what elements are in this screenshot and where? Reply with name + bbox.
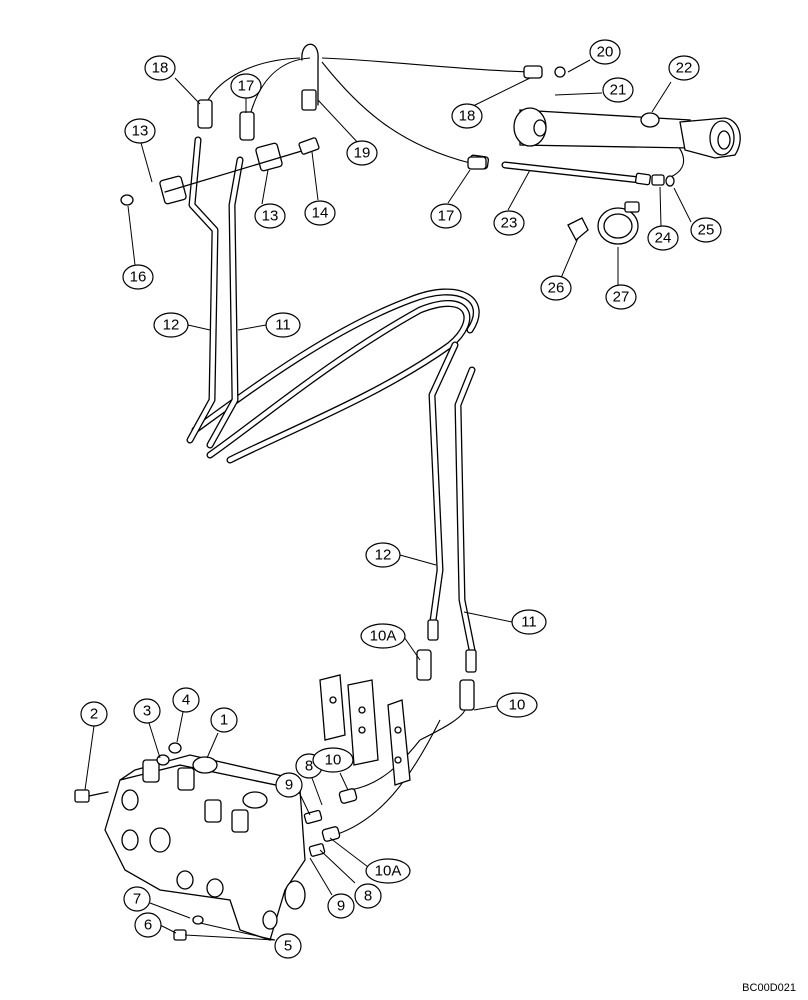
callout-11-upper: 11 (265, 312, 301, 338)
svg-text:25: 25 (698, 222, 715, 239)
svg-text:13: 13 (132, 123, 149, 140)
svg-text:16: 16 (130, 269, 147, 286)
callout-25: 25 (690, 217, 722, 243)
callout-17-upper: 17 (230, 73, 262, 99)
callout-7: 7 (123, 886, 151, 912)
svg-text:24: 24 (655, 230, 672, 247)
svg-text:17: 17 (438, 208, 455, 225)
svg-text:1: 1 (220, 712, 228, 729)
svg-text:12: 12 (163, 317, 180, 334)
svg-text:14: 14 (312, 205, 329, 222)
control-valve (104, 742, 306, 941)
svg-text:10: 10 (509, 697, 526, 714)
svg-text:22: 22 (676, 60, 693, 77)
callout-11-lower: 11 (511, 609, 547, 635)
bolt-2 (74, 789, 109, 803)
fittings-10 (303, 619, 477, 857)
clamp-assembly (567, 201, 640, 245)
callout-16: 16 (122, 264, 154, 290)
callout-2: 2 (80, 701, 108, 727)
svg-text:11: 11 (521, 614, 537, 631)
callout-5: 5 (274, 933, 302, 959)
callout-14: 14 (304, 200, 336, 226)
callout-9-lower: 9 (327, 893, 355, 919)
svg-text:27: 27 (613, 289, 630, 306)
callout-10A-lower: 10A (365, 858, 411, 884)
svg-text:11: 11 (275, 317, 291, 334)
callout-4: 4 (172, 687, 200, 713)
callout-26: 26 (540, 275, 572, 301)
svg-text:6: 6 (144, 917, 152, 934)
screw-6 (173, 915, 204, 941)
tube-clips (120, 137, 320, 206)
svg-text:23: 23 (501, 215, 518, 232)
drawing-code: BC00D021 (742, 982, 796, 994)
callout-20: 20 (589, 39, 621, 65)
hydraulic-cylinder (513, 66, 741, 159)
callout-10A-upper: 10A (360, 623, 406, 649)
lower-tubes (428, 341, 476, 654)
callout-8-lower: 8 (354, 883, 382, 909)
svg-text:10A: 10A (370, 628, 397, 645)
svg-text:8: 8 (305, 758, 313, 775)
main-hose-loop (191, 288, 480, 464)
callout-24: 24 (647, 225, 679, 251)
svg-text:21: 21 (610, 82, 627, 99)
svg-text:18: 18 (459, 108, 476, 125)
leader-lines (84, 59, 692, 941)
svg-text:9: 9 (337, 898, 345, 915)
svg-text:12: 12 (375, 547, 392, 564)
svg-text:5: 5 (284, 938, 292, 955)
svg-text:4: 4 (182, 692, 190, 709)
tube-23-assembly (468, 154, 675, 187)
svg-text:2: 2 (90, 706, 98, 723)
callout-21: 21 (602, 77, 634, 103)
upper-left-fittings (197, 65, 543, 170)
callout-22: 22 (668, 55, 700, 81)
svg-text:18: 18 (152, 60, 169, 77)
callout-27: 27 (605, 284, 637, 310)
callout-1: 1 (210, 707, 238, 733)
callout-3: 3 (133, 698, 161, 724)
callout-19: 19 (346, 140, 378, 166)
callout-23: 23 (493, 210, 525, 236)
callout-10-lower: 10 (312, 747, 354, 773)
svg-text:17: 17 (238, 78, 255, 95)
svg-text:8: 8 (364, 888, 372, 905)
svg-text:7: 7 (133, 891, 141, 908)
svg-text:26: 26 (548, 280, 565, 297)
callout-12-lower: 12 (365, 542, 401, 568)
callout-17-lower: 17 (430, 203, 462, 229)
callout-9-upper: 9 (275, 772, 303, 798)
svg-text:10: 10 (325, 752, 342, 769)
svg-text:3: 3 (143, 703, 151, 720)
callout-18-upper: 18 (144, 55, 176, 81)
hose-clip (301, 43, 319, 111)
bulkhead-bracket (319, 674, 411, 786)
svg-text:9: 9 (285, 777, 293, 794)
callout-12-upper: 12 (153, 312, 189, 338)
callout-13-lower: 13 (254, 203, 286, 229)
callout-13-upper: 13 (124, 118, 156, 144)
callout-10-upper: 10 (496, 692, 538, 718)
callout-18-lower: 18 (451, 103, 483, 129)
svg-text:10A: 10A (375, 863, 402, 880)
svg-text:13: 13 (262, 208, 279, 225)
svg-text:19: 19 (354, 145, 371, 162)
callout-6: 6 (134, 912, 162, 938)
svg-text:20: 20 (597, 44, 614, 61)
upper-tubes (186, 136, 244, 449)
